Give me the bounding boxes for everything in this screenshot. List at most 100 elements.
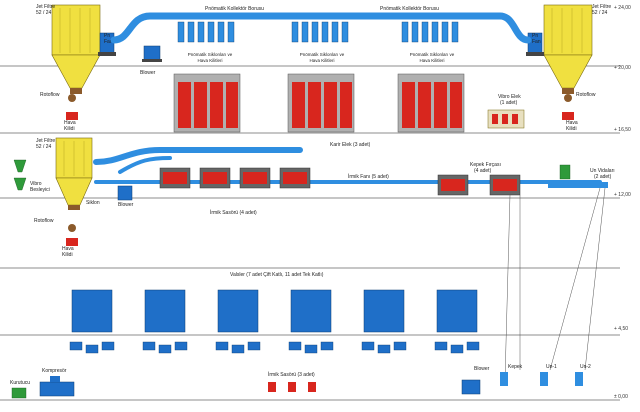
- bran-brushes: [437, 174, 521, 196]
- kepek-label: Kepek: [508, 364, 523, 370]
- collector-right-label: Pnömatik Kollektör Borusu: [380, 6, 439, 12]
- floor-label-4: + 12,00: [614, 192, 631, 198]
- cyclone: [331, 21, 339, 43]
- cyclone: [451, 21, 459, 43]
- irmik-fani-label: İrmik Fanı (5 adet): [348, 173, 389, 180]
- cyclone: [421, 21, 429, 43]
- blower-mid-label: Blower: [118, 202, 134, 208]
- jet-filter-right-label-1: Jet Filtre: [592, 4, 611, 10]
- fan-right-label-2: Fan: [532, 39, 541, 45]
- karir-elek-label: Karir Elek (3 adet): [330, 142, 371, 148]
- cyclone: [431, 21, 439, 43]
- cyclone-group-1-label-1: Pnömatik Siklonları ve: [188, 52, 233, 57]
- conveyor-lines: [504, 187, 606, 381]
- jet-filter-mid: [55, 137, 93, 210]
- vibro-sieve-top-label-2: (1 adet): [500, 100, 518, 106]
- roller-mill: [71, 289, 113, 333]
- un-vidasi-label-2: (2 adet): [594, 174, 612, 180]
- airlock-left-label-1: Hava: [64, 120, 76, 126]
- roller-mill: [363, 289, 405, 333]
- fan-right: [526, 32, 544, 56]
- irmik-sasorusu-4-label: İrmik Sasörü (4 adet): [210, 209, 257, 216]
- flour-screws: [548, 164, 608, 188]
- cyclone-group-3-label-2: Hava Kilitleri: [419, 58, 444, 63]
- jet-filter-right: [543, 4, 593, 94]
- cyclone: [291, 21, 299, 43]
- dryer: [11, 387, 27, 399]
- blower-mid: [117, 185, 133, 201]
- collector-pipe: [110, 12, 532, 44]
- cyclone-groups: [177, 21, 459, 43]
- vibro-feeders: [13, 159, 27, 191]
- rotoflow-mid-label: Rotoflow: [34, 218, 54, 224]
- purifier-fans: [268, 382, 316, 392]
- airlock-mid-label-2: Kilidi: [62, 252, 73, 258]
- blower-bottom: [461, 379, 481, 395]
- siklon-label: Siklon: [86, 200, 100, 206]
- kepek-fircasi-label-2: (4 adet): [474, 168, 492, 174]
- rotoflow-left: [66, 94, 78, 120]
- jet-filter-mid-label-2: 52 / 24: [36, 144, 52, 150]
- cyclone: [177, 21, 185, 43]
- rotoflow-right: [562, 94, 574, 120]
- cyclone: [217, 21, 225, 43]
- kurutucu-label: Kurutucu: [10, 380, 30, 386]
- roller-mill: [217, 289, 259, 333]
- jet-filter-left-label-2: 52 / 24: [36, 10, 52, 16]
- cyclone: [411, 21, 419, 43]
- purifiers-mid: [159, 167, 311, 189]
- motors: [69, 341, 480, 354]
- airlock-mid-label-1: Hava: [62, 246, 74, 252]
- blower-top: [142, 45, 162, 62]
- airlock-right-label-2: Kilidi: [566, 126, 577, 132]
- cyclone: [207, 21, 215, 43]
- cyclone-group-3-label-1: Pnömatik Siklonları ve: [410, 52, 455, 57]
- cyclone: [341, 21, 349, 43]
- vibro-sieve-top-label-1: Vibro Elek: [498, 94, 521, 100]
- fan-right-label-1: Pn: [532, 33, 538, 39]
- un1-label: Un-1: [546, 364, 557, 370]
- blower-bottom-label: Blower: [474, 366, 490, 372]
- un2-label: Un-2: [580, 364, 591, 370]
- kompresor-label: Kompresör: [42, 368, 67, 374]
- vibro-feeder-label-2: Besleyici: [30, 187, 50, 193]
- irmik-sasorusu-3-label: İrmik Sasörü (3 adet): [268, 371, 315, 378]
- blower-top-label: Blower: [140, 70, 156, 76]
- rotoflow-left-label: Rotoflow: [40, 92, 60, 98]
- roller-mill: [144, 289, 186, 333]
- plansifters: [173, 73, 465, 133]
- floor-labels: + 24,00 + 20,00 + 16,50 + 12,00 + 4,50 ±…: [614, 5, 631, 400]
- cyclone-group-2-label-1: Pnömatik Siklonları ve: [300, 52, 345, 57]
- cyclone: [187, 21, 195, 43]
- cyclone: [321, 21, 329, 43]
- airlock-left-label-2: Kilidi: [64, 126, 75, 132]
- roller-mill: [290, 289, 332, 333]
- jet-filter-left-label-1: Jet Filtre: [36, 4, 55, 10]
- cyclone-group-1-label-2: Hava Kilitleri: [197, 58, 222, 63]
- vibro-feeder-label-1: Vibro: [30, 181, 42, 187]
- jet-filter-mid-label-1: Jet Filtre: [36, 138, 55, 144]
- cyclone: [441, 21, 449, 43]
- floor-label-3: + 16,50: [614, 127, 631, 133]
- cyclone: [401, 21, 409, 43]
- fan-left-label-1: Pn: [104, 33, 110, 39]
- cyclone-group-2-label-2: Hava Kilitleri: [309, 58, 334, 63]
- roller-mills: [71, 289, 478, 333]
- floor-label-5: + 4,50: [614, 326, 628, 332]
- roller-mill: [436, 289, 478, 333]
- valsler-label: Valsler (7 adet Çift Katlı, 11 adet Tek …: [230, 272, 324, 278]
- rotoflow-mid: [66, 224, 78, 246]
- cyclone: [197, 21, 205, 43]
- vibro-sieve-top: [487, 109, 525, 129]
- airlock-right-label-1: Hava: [566, 120, 578, 126]
- floor-lines: [0, 65, 620, 401]
- floor-label-6: ± 0,00: [614, 394, 628, 400]
- floor-label-2: + 20,00: [614, 65, 631, 71]
- collector-left-label: Pnömatik Kollektör Borusu: [205, 6, 264, 12]
- floor-label-1: + 24,00: [614, 5, 631, 11]
- fan-left: [98, 32, 116, 56]
- kepek-fircasi-label-1: Kepek Fırçası: [470, 162, 501, 168]
- cyclone: [311, 21, 319, 43]
- bagging-lines: [500, 372, 583, 386]
